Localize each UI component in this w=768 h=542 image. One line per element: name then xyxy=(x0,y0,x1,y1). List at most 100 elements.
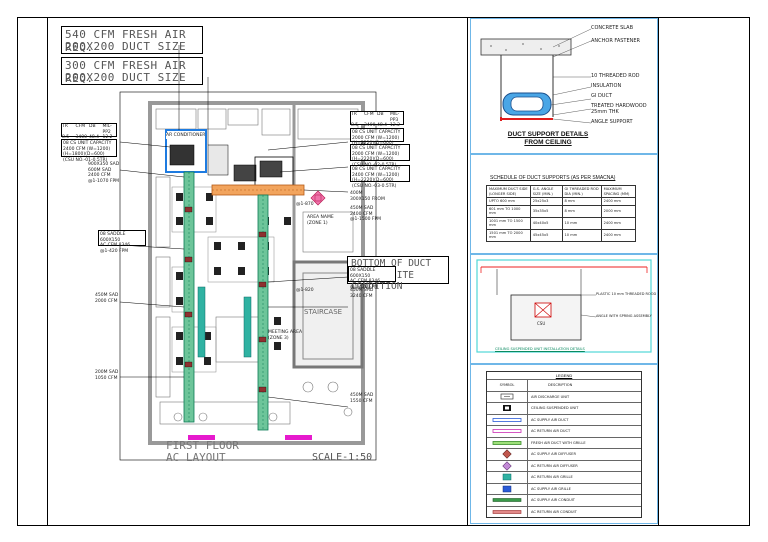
return-grille-icon xyxy=(487,472,528,483)
csu-note-rod: PLASTIC 10 mm THREADED ROOD xyxy=(596,292,657,296)
saddle-note-2-line: AC CFM 8346 xyxy=(350,279,381,284)
unit-tag-2-cell: MIL-PP3 xyxy=(390,112,400,123)
duct-support-panel: CONCRETE SLAB ANCHOR FASTENER 10 THREADE… xyxy=(470,18,658,154)
schedule-table: MAXIMUM DUCT SIDE (LONGER SIDE) G.S. ANG… xyxy=(486,185,637,242)
schedule-cell: 601 mm TO 1000 mm xyxy=(486,204,531,218)
left-title-strip xyxy=(17,17,48,526)
unit-tag-table-2: TR CFM DB MIL-PP3 8.5 3400 48.4 12.2 xyxy=(350,111,404,128)
list-item: CEILING SUSPENDED UNIT xyxy=(487,402,641,414)
legend-item-label: AC RETURN AIR CONDUIT xyxy=(531,509,577,514)
drawing-title-line1: FIRST FLOOR xyxy=(166,439,239,452)
list-item: AC RETURN AIR GRILLE xyxy=(487,471,641,483)
schedule-cell: 2000 mm xyxy=(600,204,637,218)
duct-label-7-line: 450M SAD xyxy=(350,206,374,211)
right-title-strip xyxy=(658,17,659,526)
fresh-air-note-540-line1: 540 CFM FRESH AIR REQ. xyxy=(65,28,187,54)
duct-support-schedule-panel: SCHEDULE OF DUCT SUPPORTS (AS PER SMACNA… xyxy=(470,154,658,254)
legend-header-symbol: SYMBOL xyxy=(487,380,528,391)
duct-label-7: 450M SAD 2400 CFM @1-1500 FPM xyxy=(350,206,381,223)
saddle-note-1-line: AC CFM 8346 xyxy=(100,243,131,248)
support-label-thk: 25mm THK xyxy=(591,109,619,115)
unit-note-2-line: 08 CS UNIT CAPACITY xyxy=(352,130,401,135)
duct-label-6-line: 300X150 FROM xyxy=(350,196,385,202)
unit-tag-2-cell: CFM xyxy=(364,112,374,117)
schedule-header: MAXIMUM DUCT SIDE (LONGER SIDE) xyxy=(486,185,531,198)
legend-item-label: AC SUPPLY AIR GRILLE xyxy=(531,486,571,491)
ac-unit-label: AR CONDITIONER xyxy=(166,133,206,139)
unit-tag-2-cell: DB xyxy=(377,112,384,117)
csu-installation-panel: CSU PLASTIC 10 mm THREADED ROOD ANGLE WI… xyxy=(470,254,658,364)
legend-item-label: AC SUPPLY AIR DUCT xyxy=(531,417,569,422)
legend-item-label: AC RETURN AIR DIFFUSER xyxy=(531,463,578,468)
unit-tag-2-cell: 8.5 xyxy=(351,123,359,128)
floor-plan xyxy=(119,45,377,461)
support-label-slab: CONCRETE SLAB xyxy=(591,25,634,31)
fresh-air-note-300-line2: 200X200 DUCT SIZE xyxy=(65,71,187,84)
list-item: AC RETURN AIR DUCT xyxy=(487,425,641,437)
legend-header-row: SYMBOL DESCRIPTION xyxy=(487,379,641,391)
csu-title: CEILING SUSPENDED UNIT INSTALLATION DETA… xyxy=(495,347,585,351)
list-item: AC SUPPLY AIR CONDUIT xyxy=(487,494,641,506)
saddle-note-1-line: 08 SADDLE 600X150 xyxy=(100,232,126,243)
legend-header-description: DESCRIPTION xyxy=(548,383,573,388)
ceiling-suspended-unit-2 xyxy=(233,164,257,182)
schedule-cell: 45x45x5 xyxy=(529,228,563,242)
unit-note-3-line: (CSU NO.-03-0.5TR) xyxy=(352,183,397,189)
legend-item-label: AIR DISCHARGE UNIT xyxy=(531,394,570,399)
legend-item-label: AC SUPPLY AIR CONDUIT xyxy=(531,498,575,503)
unit-tag-1-cell: DB xyxy=(89,124,96,129)
unit-note-1-line: (CSU NO.-01-0.5TR) xyxy=(63,157,108,163)
duct-label-1-line: 2400 CFM xyxy=(88,173,111,178)
list-item: FRESH AIR DUCT WITH GRILLE xyxy=(487,436,641,448)
schedule-cell: 10 mm xyxy=(561,228,602,242)
legend-item-label: FRESH AIR DUCT WITH GRILLE xyxy=(531,440,586,445)
return-diffuser-icon xyxy=(487,460,528,471)
schedule-cell: 2400 mm xyxy=(600,228,637,242)
schedule-cell: 1001 mm TO 1500 mm xyxy=(486,216,531,230)
saddle-note-2: 08 SADDLE 600X150 AC CFM 8346 @1-420 FPM xyxy=(348,266,396,290)
legend-item-label: AC SUPPLY AIR DIFFUSER xyxy=(531,452,576,457)
unit-tag-1-cell: CFM xyxy=(75,124,86,129)
unit-note-3-line: 08 CS UNIT CAPACITY xyxy=(352,167,401,172)
duct-support-title-line2: FROM CEILING xyxy=(524,139,572,146)
schedule-title: SCHEDULE OF DUCT SUPPORTS (AS PER SMACNA… xyxy=(490,175,616,181)
unit-note-2b: 08 CS UNIT CAPACITY 2000 CFM (W=1200)(H=… xyxy=(350,144,410,168)
legend-item-label: AC RETURN AIR DUCT xyxy=(531,429,571,434)
duct-label-3: 200M SAD 1050 CFM xyxy=(95,370,118,381)
schedule-cell: 1501 mm TO 2000 mm xyxy=(486,228,531,242)
unit-note-2b-line: 08 CS UNIT CAPACITY xyxy=(352,146,401,151)
unit-note-2: 08 CS UNIT CAPACITY 2000 CFM (W=1200)(H=… xyxy=(350,128,404,146)
room-label-zone3-line: (ZONE 3) xyxy=(268,335,289,341)
unit-tag-2-cell: 3400 xyxy=(364,123,376,128)
csu-label: CSU xyxy=(537,321,546,326)
supply-grille-icon xyxy=(487,483,528,494)
duct-label-4-line: 1550 CFM xyxy=(350,398,373,404)
schedule-cell: 35x35x5 xyxy=(529,204,563,218)
table-row: 1001 mm TO 1500 mm 40x40x5 10 mm 2400 mm xyxy=(486,216,637,230)
duct-label-4-line: 450M SAD xyxy=(350,393,374,398)
duct-label-7-line: @1-1500 FPM xyxy=(350,217,382,222)
support-label-insulation: INSULATION xyxy=(591,83,622,89)
schedule-cell: UPTO 600 mm xyxy=(486,197,531,206)
supply-diffuser-icon xyxy=(487,449,528,460)
room-label-zone1: AREA NAME (ZONE 1) xyxy=(307,215,334,226)
schedule-header-row: MAXIMUM DUCT SIDE (LONGER SIDE) G.S. ANG… xyxy=(486,185,637,198)
unit-tag-1-cell: 8.5 xyxy=(62,135,70,140)
drawing-scale: SCALE-1:50 xyxy=(312,452,373,463)
saddle-note-1-line: @1-420 FPM xyxy=(100,248,129,254)
legend-title: LEGEND xyxy=(555,373,573,378)
schedule-cell: 2400 mm xyxy=(600,216,637,230)
list-item: AC SUPPLY AIR GRILLE xyxy=(487,482,641,494)
legend-table: LEGEND SYMBOL DESCRIPTION AIR DISCHARGE … xyxy=(486,371,642,518)
return-air-diffuser-symbol xyxy=(310,190,326,206)
ceiling-unit-icon xyxy=(487,403,528,414)
duct-label-2: 450M SAD 2000 CFM xyxy=(95,293,118,304)
room-label-zone1-line: AREA NAME xyxy=(307,215,334,220)
fresh-air-duct-icon xyxy=(487,437,528,448)
room-label-zone3-line: MEETING AREA xyxy=(268,330,303,335)
schedule-cell: 25x25x3 xyxy=(529,197,563,206)
entrance-marker-2 xyxy=(285,435,312,440)
duct-label-5-line: 3240 CFM xyxy=(350,293,373,299)
supply-duct-icon xyxy=(487,414,528,425)
duct-label-4: 450M SAD 1550 CFM xyxy=(350,393,373,404)
